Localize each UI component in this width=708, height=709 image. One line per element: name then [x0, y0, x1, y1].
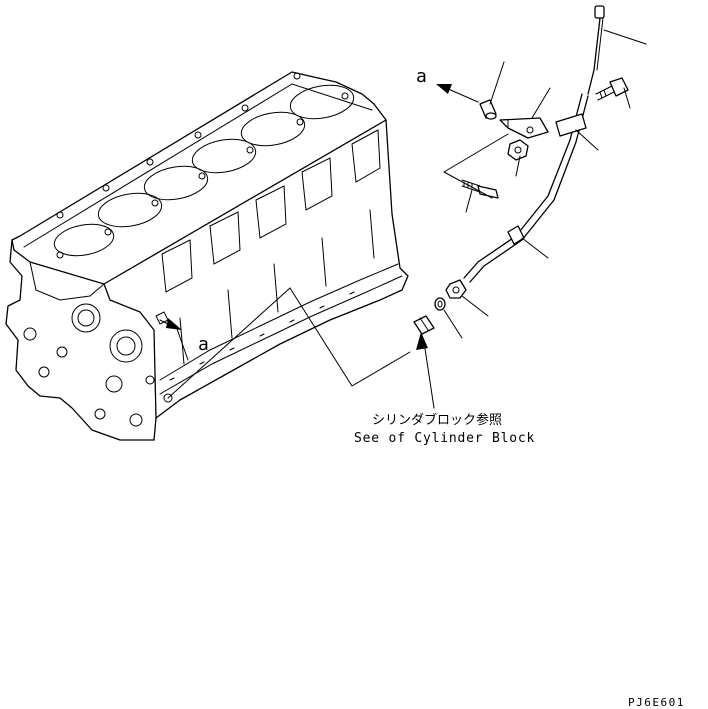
oil-level-gauge — [587, 5, 605, 95]
assembly-arrow — [416, 332, 435, 409]
drawing-code: PJ6E601 — [628, 696, 685, 709]
tube-adapter — [413, 315, 435, 335]
gauge-guide-tube — [463, 93, 589, 283]
cylinder-block — [5, 71, 409, 441]
tube-bracket — [499, 117, 549, 139]
bracket-nut — [507, 139, 529, 161]
gasket — [434, 297, 446, 311]
view-arrow-block — [159, 318, 182, 330]
top-bolt — [595, 77, 629, 101]
view-marker-block-label: a — [198, 334, 209, 355]
bracket-bolt — [461, 179, 499, 199]
tube-nut — [445, 279, 467, 299]
view-arrow-top — [436, 84, 479, 103]
reference-en: See of Cylinder Block — [354, 431, 535, 446]
reference-jp: シリンダブロック参照 — [372, 412, 502, 428]
bushing — [479, 99, 497, 120]
view-marker-top-label: a — [416, 66, 427, 87]
leader-lines — [167, 29, 647, 399]
